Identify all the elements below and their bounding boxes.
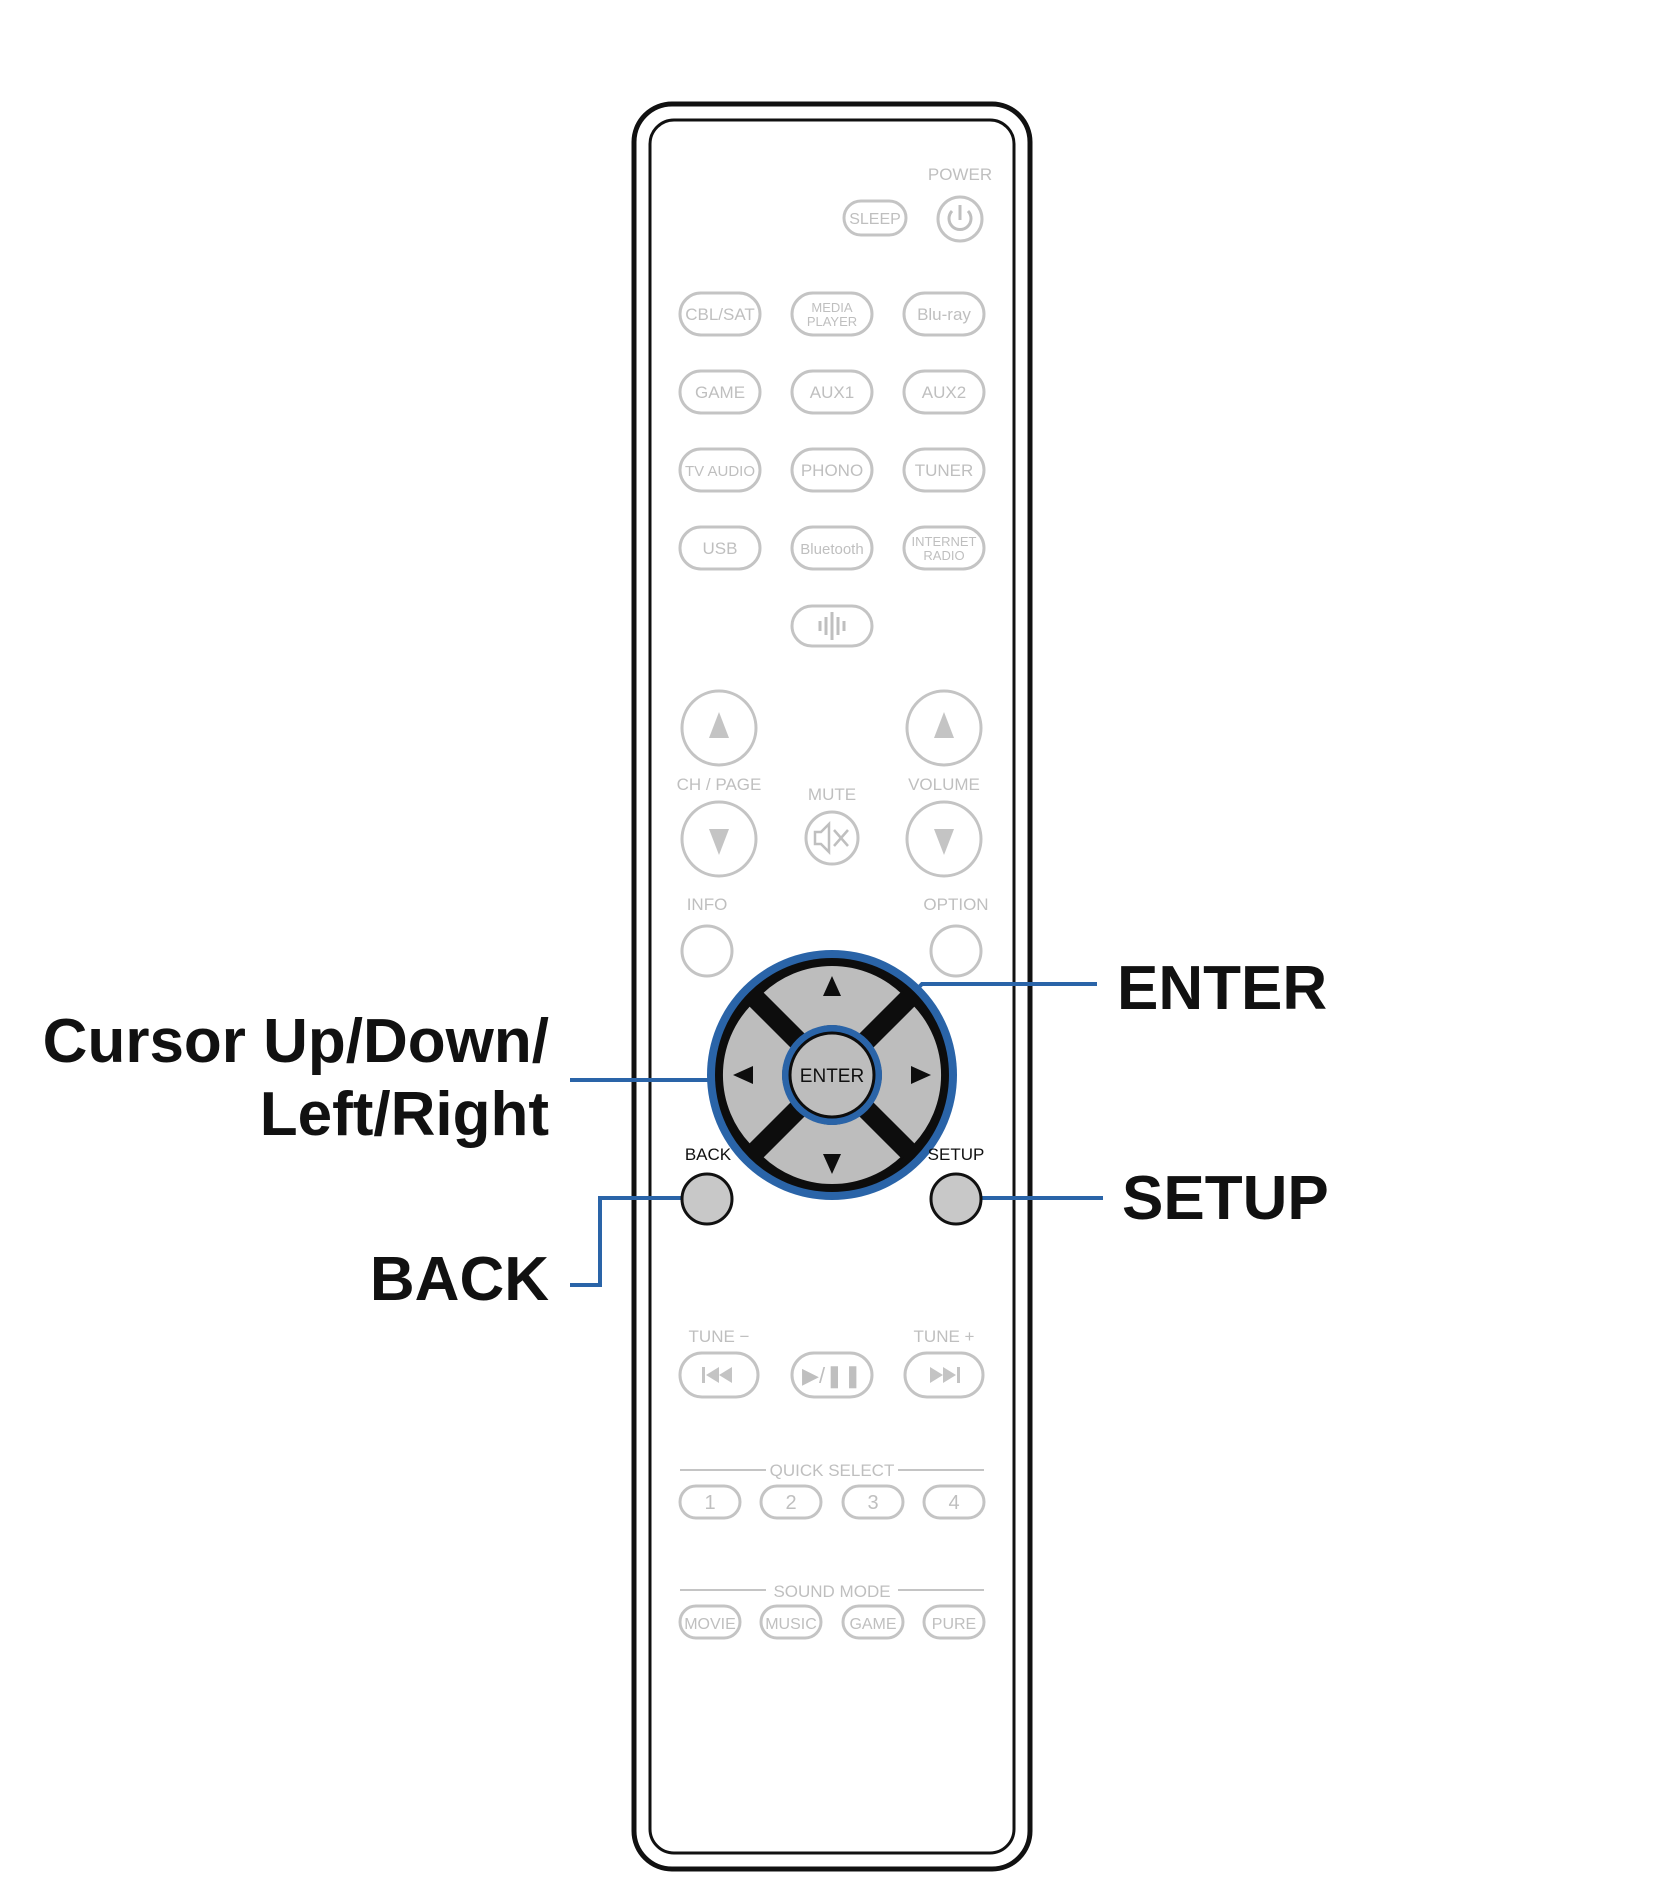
tune-plus-label: TUNE + [914,1327,975,1346]
source-button-label: PHONO [801,461,863,480]
sound-mode-button-game[interactable]: GAME [841,1604,905,1640]
mute-button[interactable] [804,810,860,866]
enter-button[interactable] [788,1031,876,1119]
back-label: BACK [685,1145,732,1164]
source-button-phono[interactable]: PHONO [790,447,874,493]
skip-forward-icon [930,1367,960,1383]
info-label: INFO [687,895,728,914]
down-arrow-icon [709,829,729,855]
cursor-pad: ENTER [707,950,957,1200]
option-button[interactable] [929,924,983,978]
source-button-label: GAME [695,383,745,402]
sound-mode-label: SOUND MODE [773,1582,890,1601]
setup-callout-label: SETUP [1122,1164,1329,1233]
source-button-usb[interactable]: USB [678,525,762,571]
cursor-up-arrow-icon [823,976,841,996]
back-callout-label: BACK [369,1245,549,1314]
down-arrow-icon [934,829,954,855]
mute-label: MUTE [808,785,856,804]
sound-mode-button-movie[interactable]: MOVIE [678,1604,742,1640]
sound-mode-button-label: MUSIC [765,1616,817,1633]
back-button[interactable] [680,1172,734,1226]
volume-down-button[interactable] [905,800,983,878]
tune-minus-label: TUNE − [689,1327,750,1346]
source-button-label: CBL/SAT [685,305,755,324]
source-button-label: INTERNET [912,534,977,549]
sound-mode-button-pure[interactable]: PURE [922,1604,986,1640]
back-callout-line [570,1196,686,1287]
smart-select-icon [818,612,846,640]
source-button-label: TUNER [915,461,974,480]
sound-mode-button-label: GAME [849,1616,896,1633]
source-button-bluetooth[interactable]: Bluetooth [790,525,874,571]
source-button-blu-ray[interactable]: Blu-ray [902,291,986,337]
source-button-aux1[interactable]: AUX1 [790,369,874,415]
source-button-label: AUX1 [810,383,854,402]
source-button-label: TV AUDIO [685,463,755,480]
sound-mode-button-music[interactable]: MUSIC [759,1604,823,1640]
source-button-label: PLAYER [807,314,857,329]
setup-label: SETUP [928,1145,985,1164]
source-button-tuner[interactable]: TUNER [902,447,986,493]
play-pause-button[interactable]: ▶/❚❚ [790,1351,874,1399]
power-icon [947,205,973,231]
quick-select-button-label: 3 [867,1492,878,1514]
volume-label: VOLUME [908,775,980,794]
cursor-down-arrow-icon [823,1154,841,1174]
ch-page-up-button[interactable] [680,689,758,767]
quick-select-buttons: 1 2 3 4 [678,1484,986,1520]
power-button[interactable] [936,195,984,243]
enter-button-label: ENTER [800,1066,864,1087]
sleep-label: SLEEP [849,211,901,228]
quick-select-label: QUICK SELECT [770,1461,895,1480]
source-button-game[interactable]: GAME [678,369,762,415]
source-button-label: USB [703,539,738,558]
sleep-button[interactable]: SLEEP [842,199,908,237]
tune-plus-button[interactable] [903,1351,985,1399]
source-button-tv-audio[interactable]: TV AUDIO [678,447,762,493]
option-label: OPTION [923,895,988,914]
quick-select-button-1[interactable]: 1 [678,1484,742,1520]
setup-button[interactable] [929,1172,983,1226]
source-button-label: MEDIA [811,300,853,315]
source-button-aux2[interactable]: AUX2 [902,369,986,415]
mute-icon [813,820,849,856]
cursor-callout-line1: Cursor Up/Down/ [42,1007,549,1076]
source-button-label: AUX2 [922,383,966,402]
cursor-right-arrow-icon [911,1066,931,1084]
cursor-left-arrow-icon [733,1066,753,1084]
source-button-label: RADIO [923,548,964,563]
sound-mode-button-label: PURE [932,1616,976,1633]
quick-select-button-label: 1 [704,1492,715,1514]
quick-select-button-4[interactable]: 4 [922,1484,986,1520]
ch-page-label: CH / PAGE [677,775,762,794]
enter-callout-label: ENTER [1117,954,1328,1023]
sound-mode-button-label: MOVIE [684,1616,736,1633]
quick-select-button-label: 4 [948,1492,959,1514]
quick-select-button-2[interactable]: 2 [759,1484,823,1520]
power-label: POWER [928,165,992,184]
skip-back-icon [702,1367,732,1383]
up-arrow-icon [934,712,954,738]
smart-select-button[interactable] [790,604,874,648]
volume-up-button[interactable] [905,689,983,767]
source-button-label: Bluetooth [800,541,863,558]
sound-mode-buttons: MOVIE MUSIC GAME PURE [678,1604,986,1640]
ch-page-down-button[interactable] [680,800,758,878]
up-arrow-icon [709,712,729,738]
info-button[interactable] [680,924,734,978]
play-pause-icon: ▶/❚❚ [802,1363,862,1389]
quick-select-button-label: 2 [785,1492,796,1514]
cursor-callout-label: Cursor Up/Down/ Left/Right [43,1005,549,1151]
source-button-label: Blu-ray [917,305,971,324]
cursor-callout-line2: Left/Right [259,1080,549,1150]
tune-minus-button[interactable] [678,1351,760,1399]
quick-select-button-3[interactable]: 3 [841,1484,905,1520]
source-button-cbl-sat[interactable]: CBL/SAT [678,291,762,337]
